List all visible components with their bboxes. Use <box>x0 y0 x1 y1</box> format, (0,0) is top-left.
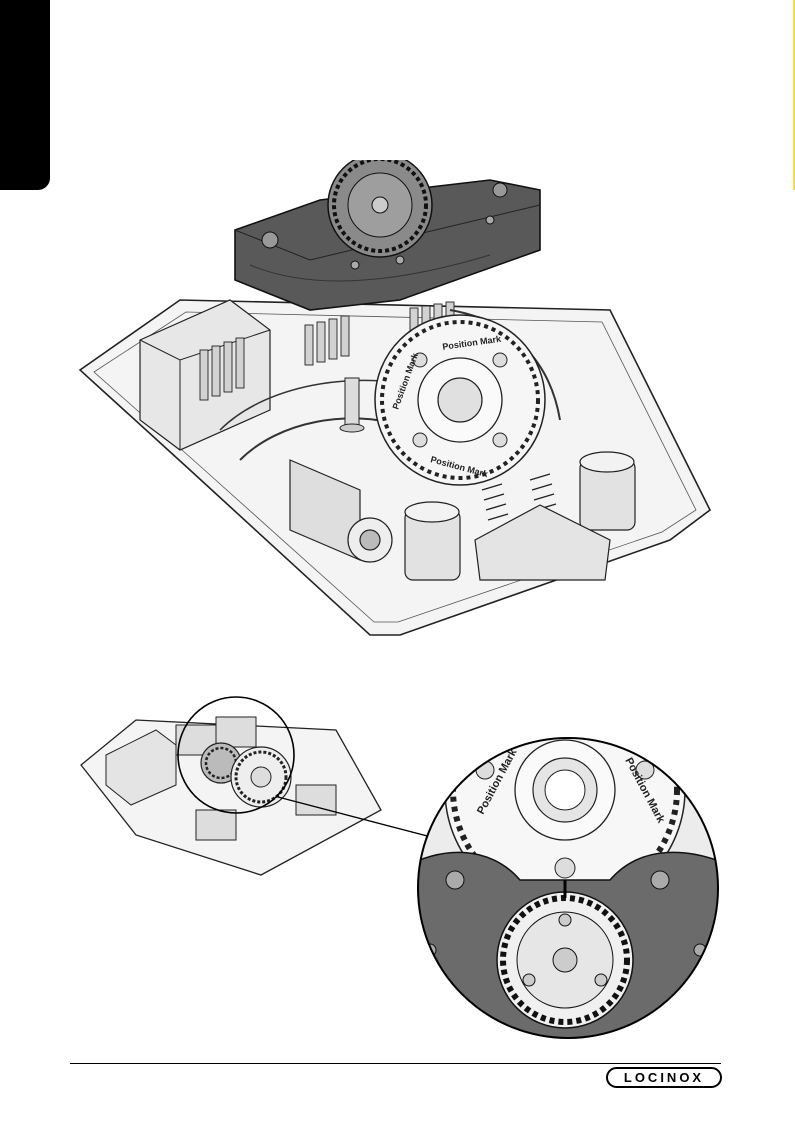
locinox-logo: LOCINOX <box>606 1067 722 1088</box>
footer-rule <box>70 1063 721 1064</box>
large-gear-position-mark: Position Mark Position Mark Position Mar… <box>375 315 545 485</box>
motor-right <box>580 452 635 530</box>
overview-figure <box>76 685 386 885</box>
motor-assembly-figure: Position Mark Position Mark Position Mar… <box>70 160 720 640</box>
motor-center <box>405 502 460 580</box>
housing-top-gear <box>328 160 432 257</box>
zoom-detail-figure: Position Mark Position Mark <box>400 720 740 1060</box>
logo-text: LOCINOX <box>624 1070 704 1085</box>
section-tab <box>0 0 50 190</box>
